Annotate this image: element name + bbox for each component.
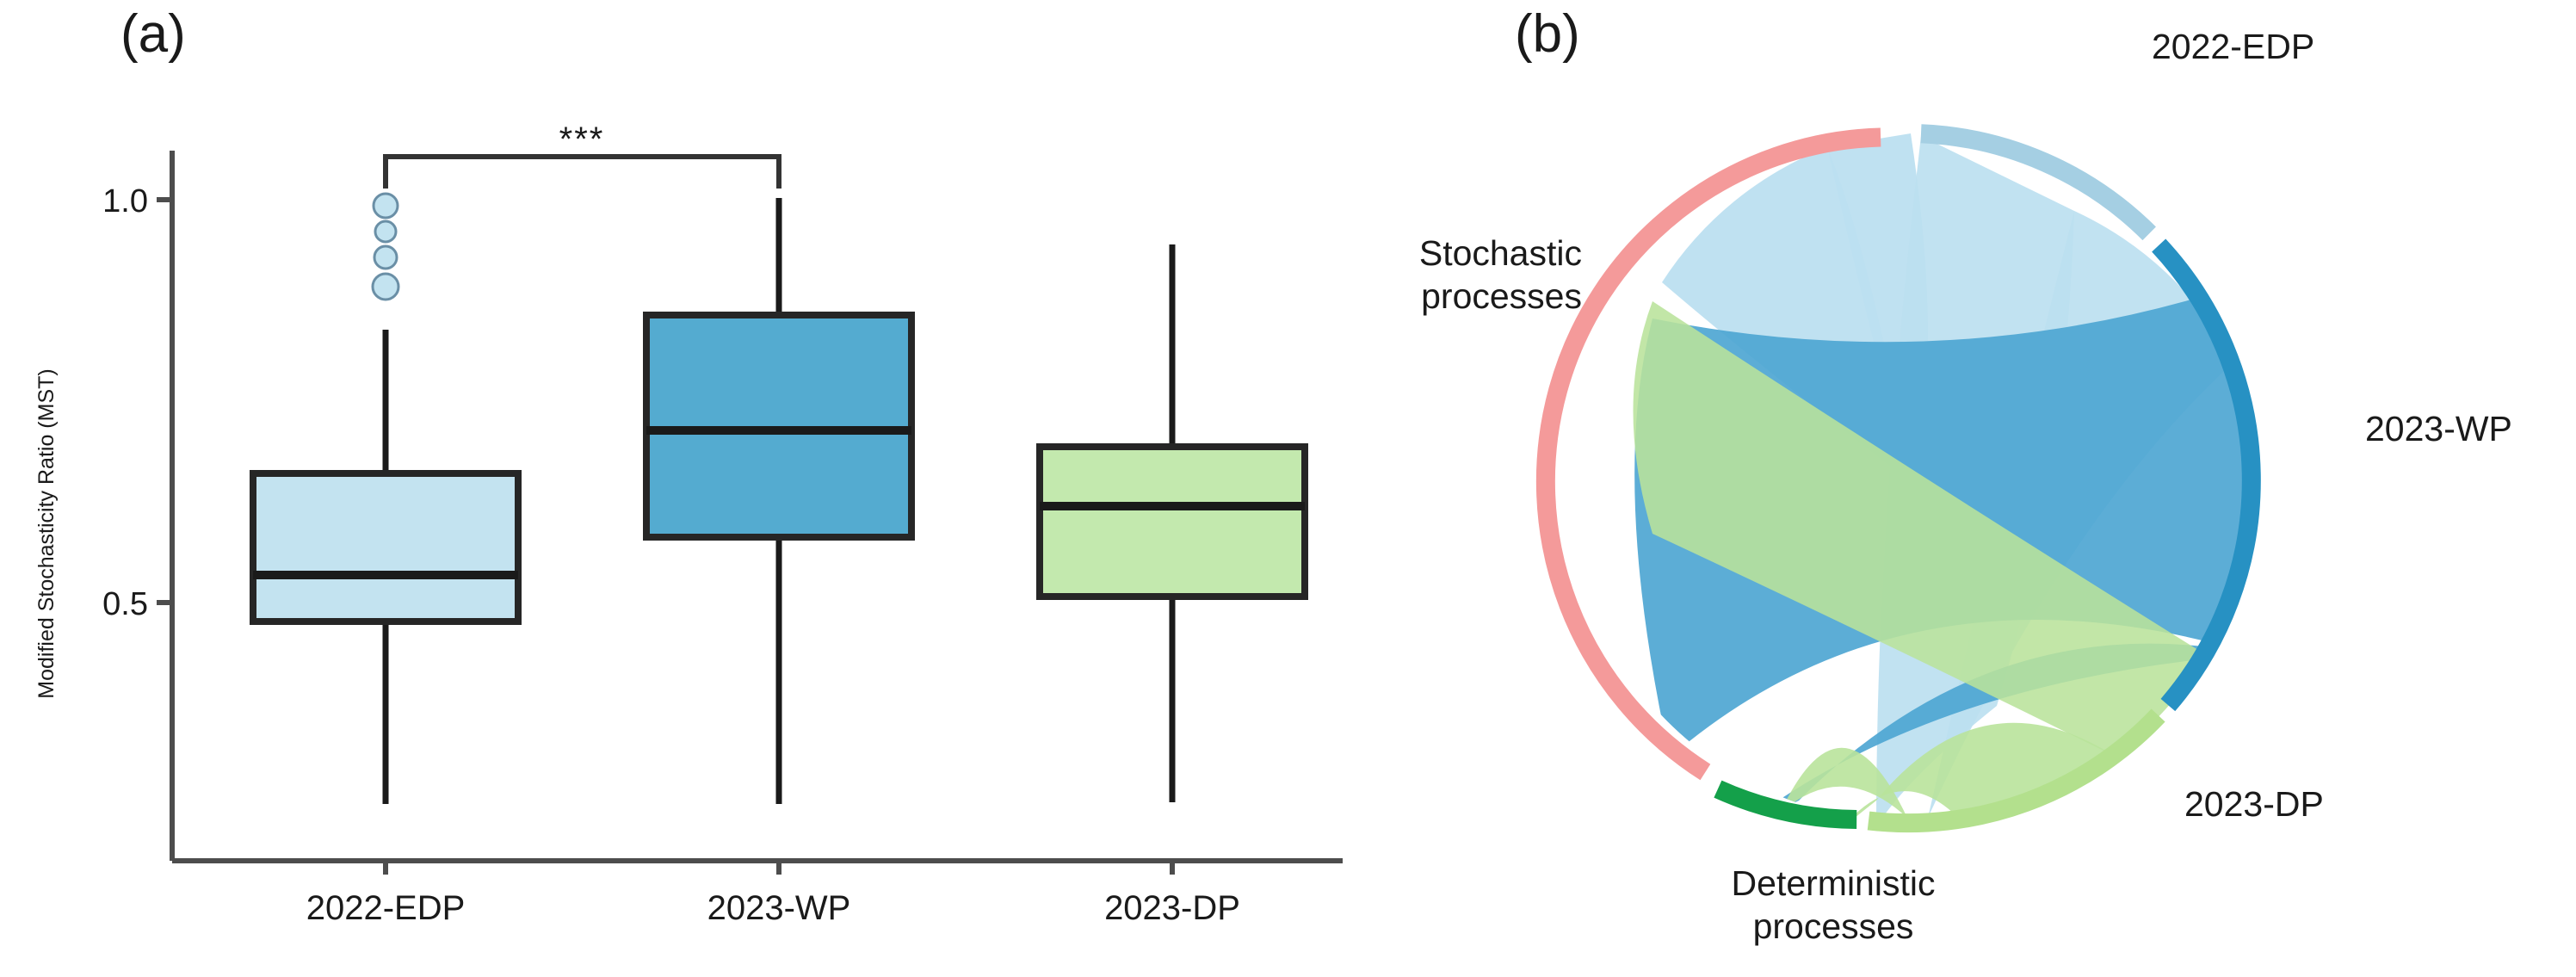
x-axis-label-2022-edp: 2022-EDP (306, 889, 466, 927)
y-tick-label-0.5: 0.5 (102, 586, 148, 622)
box-2022-edp (250, 192, 522, 804)
box-rect-2022-edp (250, 470, 522, 625)
x-axis-label-2023-dp: 2023-DP (1104, 889, 1240, 927)
arc-2023-wp (2152, 238, 2261, 712)
boxplot-panel: 1.0 0.5 Modified Stochasticity Ratio (MS… (34, 121, 1343, 927)
significance-bracket: *** (383, 121, 781, 189)
sector-arcs-group (1535, 124, 2261, 833)
chord-ribbons-group (1633, 133, 2255, 822)
box-2023-wp (643, 198, 915, 804)
outlier-point (373, 244, 398, 270)
chord-label-2023-wp: 2023-WP (2365, 409, 2512, 448)
ribbon-2023dp-stochastic (1633, 301, 2246, 779)
significance-asterisks: *** (559, 121, 605, 158)
ribbon-2023dp-deterministic-b (1780, 747, 1907, 818)
x-axis-label-2023-wp: 2023-WP (707, 889, 851, 927)
box-rect-2023-dp (1036, 443, 1308, 600)
arc-2022-edp (1920, 124, 2156, 241)
y-axis-title: Modified Stochasticity Ratio (MST) (34, 368, 59, 698)
chord-diagram-panel: Stochastic processes Deterministic proce… (1419, 27, 2512, 946)
chord-label-2023-dp: 2023-DP (2184, 784, 2324, 824)
outlier-point (372, 192, 399, 220)
chord-label-stochastic-line1: Stochastic (1419, 233, 1582, 273)
panel-a-tag: (a) (120, 4, 186, 64)
arc-deterministic-processes (1714, 780, 1857, 829)
y-tick-label-1.0: 1.0 (102, 183, 148, 220)
chord-label-2022-edp: 2022-EDP (2152, 27, 2314, 66)
outlier-point (374, 220, 398, 244)
outlier-point (371, 272, 400, 301)
chord-label-stochastic-line2: processes (1421, 276, 1582, 316)
arc-2023-dp (1867, 708, 2165, 833)
panel-b-tag: (b) (1515, 4, 1580, 64)
chord-label-deterministic-line1: Deterministic (1732, 863, 1936, 903)
arc-stochastic-processes (1535, 127, 1881, 781)
box-2023-dp (1036, 244, 1308, 802)
chord-label-deterministic-line2: processes (1753, 906, 1914, 946)
